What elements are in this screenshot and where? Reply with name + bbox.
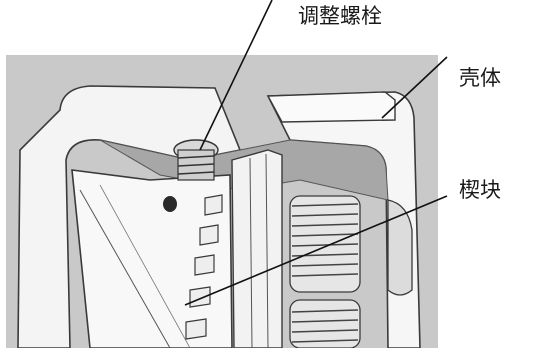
screw-hole [163, 196, 177, 212]
upper-roller [289, 195, 361, 293]
wedge-teeth [185, 194, 223, 340]
label-adjusting-bolt: 调整螺栓 [298, 4, 382, 28]
rail-edge [265, 153, 269, 348]
wedge-edge-line [79, 189, 171, 348]
leader-line-housing [381, 56, 448, 119]
rail-edge [249, 157, 253, 348]
housing-top-plate [266, 91, 396, 123]
side-clip [387, 199, 413, 296]
lower-roller [289, 299, 361, 348]
adjusting-bolt [173, 139, 219, 181]
label-housing: 壳体 [459, 66, 501, 90]
leader-line-bolt [199, 0, 273, 151]
leader-line-wedge [184, 195, 448, 306]
wedge-edge-line [99, 184, 191, 348]
guide-rail [231, 149, 283, 348]
label-wedge: 楔块 [459, 178, 501, 202]
